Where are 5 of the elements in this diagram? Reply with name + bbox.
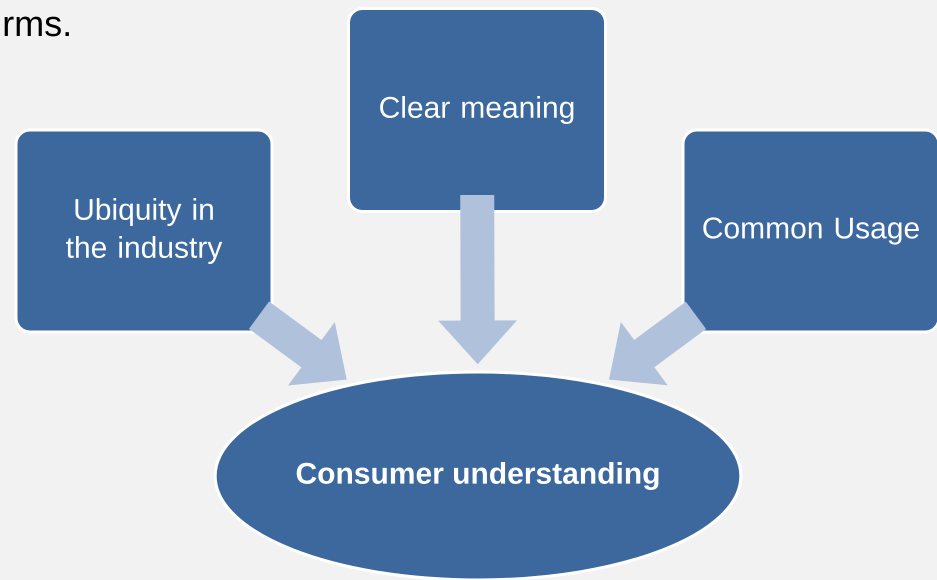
heading-fragment: rms. — [4, 16, 69, 36]
ellipse-node: Consumer understanding — [214, 370, 742, 580]
process-box: Common Usage — [682, 128, 937, 334]
process-box: Clear meaning — [347, 7, 607, 213]
process-box: Ubiquity in the industry — [14, 128, 274, 334]
